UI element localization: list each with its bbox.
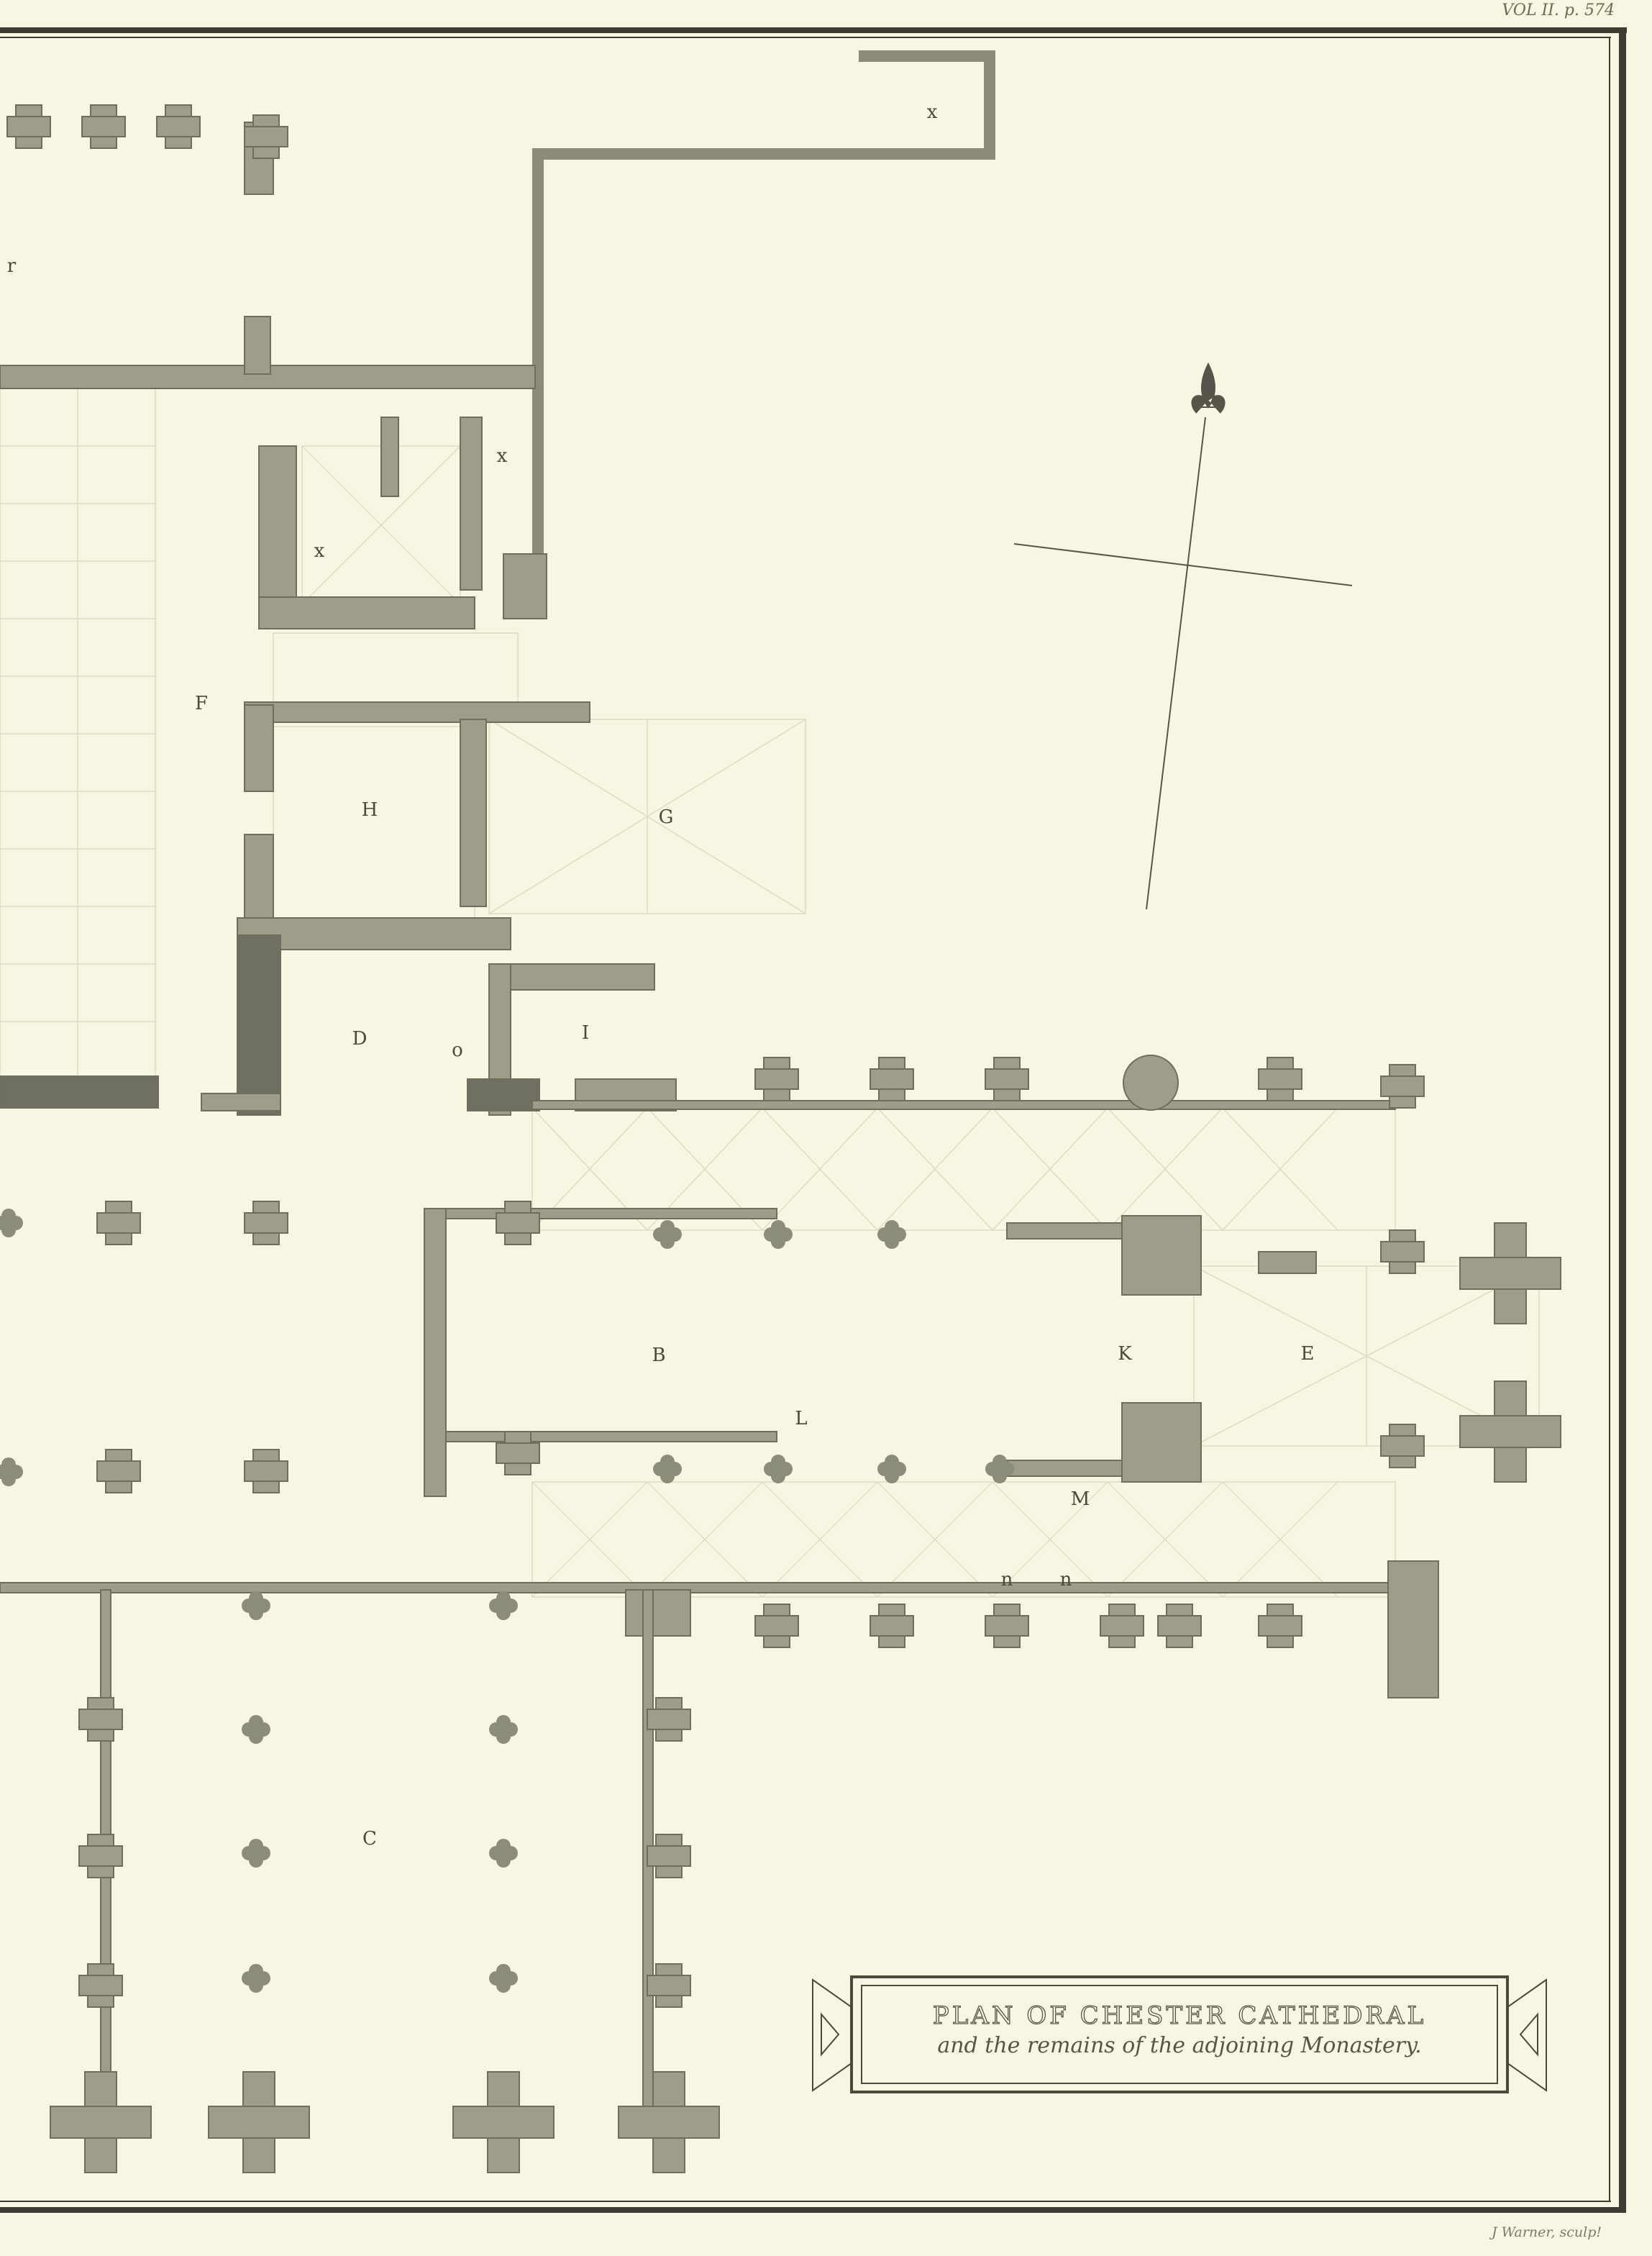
vaulting-grid [0, 388, 1540, 1598]
label-i: I [582, 1022, 589, 1044]
label-g: G [659, 806, 674, 828]
label-f: F [195, 693, 208, 714]
label-r: r [7, 255, 17, 277]
label-e: E [1301, 1343, 1315, 1365]
walls [0, 50, 1439, 2123]
label-l: L [795, 1408, 807, 1429]
volume-page-reference: VOL II. p. 574 [1502, 1, 1615, 19]
title-cartouche [812, 1975, 1547, 2093]
piers [6, 104, 1561, 2173]
fleur-de-lis-icon [1191, 362, 1226, 414]
label-c: C [362, 1828, 377, 1850]
label-d: D [352, 1028, 368, 1050]
plan-title: PLAN OF CHESTER CATHEDRAL [932, 2001, 1427, 2030]
label-n1: n [1001, 1569, 1013, 1591]
label-x-top: x [927, 101, 938, 123]
plan-subtitle: and the remains of the adjoining Monaste… [937, 2033, 1422, 2058]
label-x-room1: x [497, 445, 508, 467]
north-compass [1013, 362, 1353, 910]
plan-title-block: PLAN OF CHESTER CATHEDRAL and the remain… [852, 1980, 1507, 2089]
engraver-credit: J Warner, sculp! [1491, 2224, 1602, 2240]
label-x-room2: x [314, 540, 325, 562]
label-m: M [1071, 1488, 1090, 1510]
label-b: B [652, 1345, 665, 1366]
label-o: o [452, 1040, 463, 1061]
label-h: H [362, 799, 378, 821]
column-bases [0, 1209, 1014, 1993]
label-k: K [1118, 1343, 1132, 1365]
plan-labels: x r x x F H G D o I B K E L M n n C [7, 101, 1315, 1850]
label-n2: n [1060, 1569, 1072, 1591]
page-frame [0, 27, 1627, 2213]
